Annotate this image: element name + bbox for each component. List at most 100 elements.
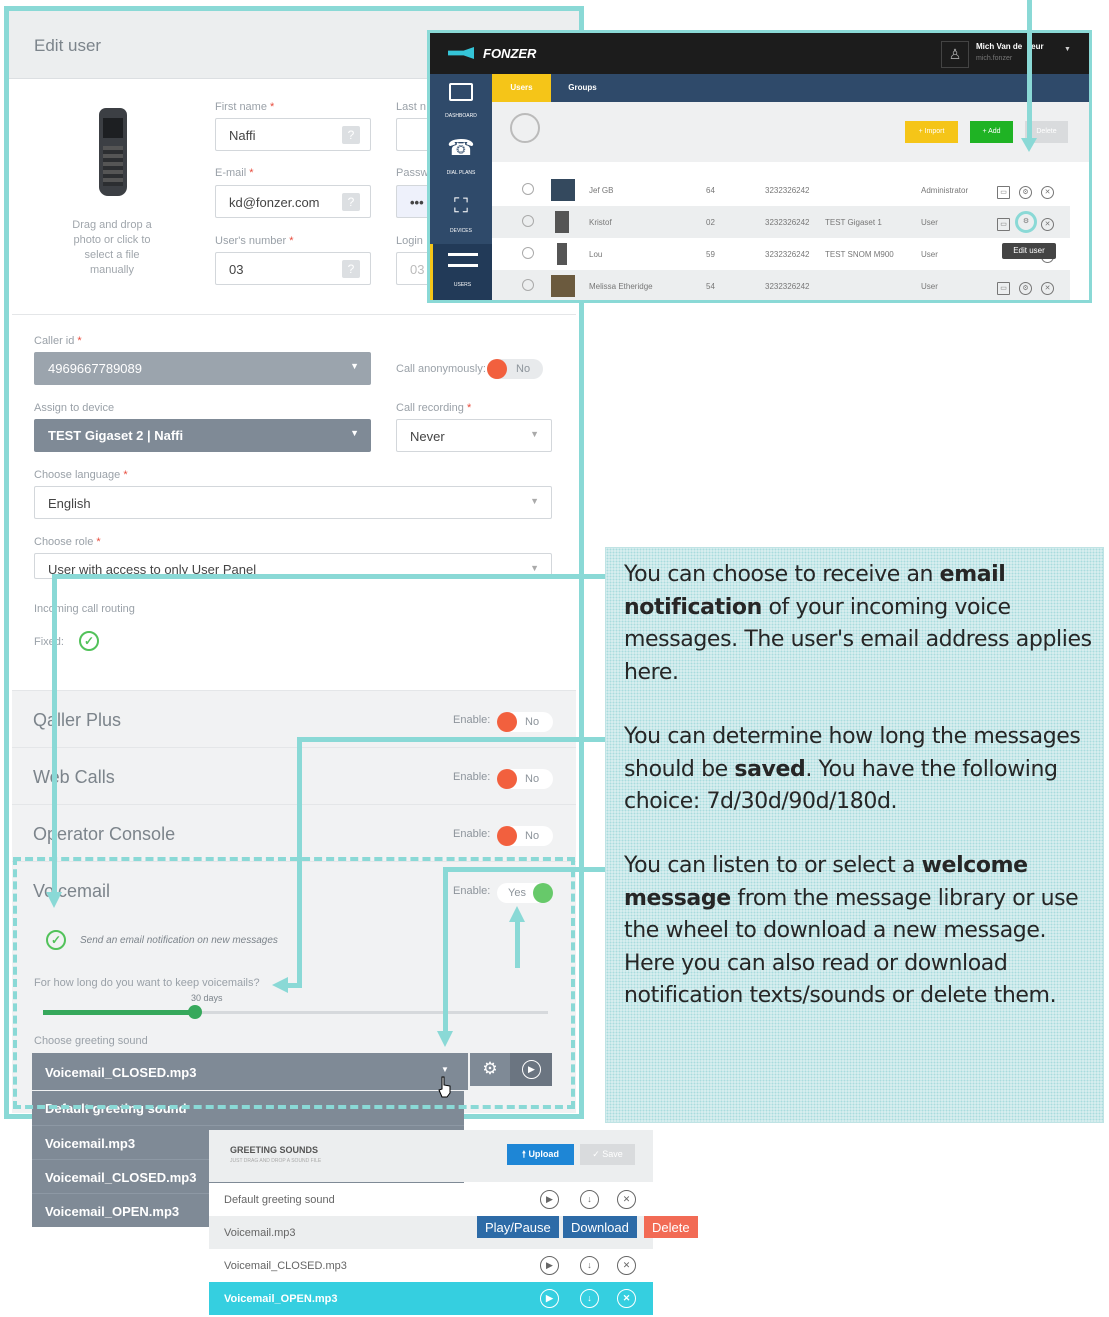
- chevron-down-icon[interactable]: ▼: [1064, 46, 1071, 53]
- phone-photo[interactable]: [92, 108, 134, 200]
- download-icon[interactable]: ↓: [580, 1256, 599, 1275]
- fixed-check-icon[interactable]: ✓: [79, 631, 99, 651]
- connector-line: [52, 574, 57, 894]
- language-label: Choose language *: [34, 469, 128, 481]
- users-number-field[interactable]: 03?: [215, 252, 371, 285]
- greeting-play-button[interactable]: ▶: [510, 1053, 552, 1086]
- close-icon[interactable]: ✕: [617, 1256, 636, 1275]
- import-button[interactable]: + Import: [905, 121, 958, 143]
- row-role: User: [921, 218, 938, 227]
- toggle-state: Yes: [508, 887, 526, 899]
- greeting-row[interactable]: Default greeting sound ▶ ↓ ✕: [209, 1183, 653, 1216]
- save-button[interactable]: ✓ Save: [580, 1144, 635, 1165]
- delete-tooltip: Delete: [644, 1216, 698, 1238]
- first-name-field[interactable]: Naffi?: [215, 118, 371, 151]
- help-icon[interactable]: ?: [342, 260, 360, 278]
- last-name-label: Last n: [396, 101, 426, 113]
- radio[interactable]: [522, 247, 534, 259]
- row-device: TEST Gigaset 1: [825, 218, 882, 227]
- devices-icon: ⛶: [454, 195, 468, 217]
- radio[interactable]: [522, 279, 534, 291]
- help-icon[interactable]: ?: [342, 193, 360, 211]
- row-num: 64: [706, 186, 715, 195]
- caret-down-icon: ▼: [530, 563, 539, 573]
- sidebar-users[interactable]: USERS: [430, 244, 492, 300]
- greeting-row[interactable]: Voicemail_OPEN.mp3▶↓✕: [209, 1282, 653, 1315]
- gear-icon[interactable]: ⚙: [1015, 211, 1037, 233]
- greeting-select[interactable]: Voicemail_CLOSED.mp3▼: [32, 1053, 468, 1090]
- delete-button[interactable]: Delete: [1025, 121, 1068, 143]
- sidebar-dial-plans[interactable]: ☎DIAL PLANS: [430, 135, 492, 187]
- callout-box: You can choose to receive an email notif…: [605, 547, 1104, 1123]
- greeting-row-name: Default greeting sound: [224, 1194, 335, 1206]
- close-icon[interactable]: ✕: [1041, 218, 1054, 231]
- qaller-plus-toggle[interactable]: No: [497, 712, 553, 732]
- search-icon[interactable]: [510, 113, 540, 143]
- photo-hint: Drag and drop a photo or click to select…: [72, 219, 152, 276]
- connector-line: [443, 867, 448, 1033]
- toggle-knob: [497, 826, 517, 846]
- gear-icon[interactable]: ⚙: [1019, 186, 1032, 199]
- assign-device-select[interactable]: TEST Gigaset 2 | Naffi▼: [34, 419, 371, 452]
- row-num: 02: [706, 218, 715, 227]
- email-field[interactable]: kd@fonzer.com?: [215, 185, 371, 218]
- vm-keep-slider-track[interactable]: [43, 1011, 548, 1014]
- call-recording-select[interactable]: Never▼: [396, 419, 552, 452]
- voicemail-toggle[interactable]: Yes: [497, 883, 553, 903]
- call-anon-toggle[interactable]: No: [487, 359, 543, 379]
- tab-groups[interactable]: Groups: [568, 83, 597, 92]
- sidebar-devices[interactable]: ⛶DEVICES: [430, 193, 492, 245]
- language-select[interactable]: English▼: [34, 486, 552, 519]
- close-icon[interactable]: ✕: [1041, 186, 1054, 199]
- close-icon[interactable]: ✕: [1041, 282, 1054, 295]
- section-title: Web Calls: [33, 767, 115, 787]
- add-button[interactable]: + Add: [970, 121, 1013, 143]
- enable-label: Enable:: [453, 714, 491, 726]
- play-icon[interactable]: ▶: [540, 1289, 559, 1308]
- first-name-label: First name *: [215, 101, 275, 113]
- arrow-head: [509, 906, 525, 922]
- connector-line: [287, 983, 302, 988]
- sidebar-dashboard[interactable]: DASHBOARD: [430, 78, 492, 130]
- call-anon-label: Call anonymously:: [396, 363, 486, 375]
- tab-users[interactable]: Users: [492, 74, 551, 102]
- fonzer-tabbar: [492, 74, 1089, 102]
- page-title: Edit user: [34, 36, 102, 55]
- upload-button[interactable]: 🠕 Upload: [507, 1144, 574, 1165]
- play-icon[interactable]: ▶: [540, 1256, 559, 1275]
- greeting-settings-button[interactable]: ⚙: [470, 1053, 510, 1086]
- greeting-row[interactable]: Voicemail_CLOSED.mp3▶↓✕: [209, 1249, 653, 1282]
- operator-console-toggle[interactable]: No: [497, 826, 553, 846]
- vm-email-check-icon[interactable]: ✓: [46, 930, 66, 950]
- close-icon[interactable]: ✕: [617, 1289, 636, 1308]
- web-calls-toggle[interactable]: No: [497, 769, 553, 789]
- help-icon[interactable]: ?: [342, 126, 360, 144]
- users-number-value: 03: [229, 262, 244, 277]
- avatar: [557, 243, 567, 265]
- close-icon[interactable]: ✕: [617, 1190, 636, 1209]
- monitor-icon[interactable]: ▭: [997, 186, 1010, 199]
- download-icon[interactable]: ↓: [580, 1190, 599, 1209]
- arrow-head: [272, 977, 288, 993]
- radio[interactable]: [522, 183, 534, 195]
- arrow-head: [1021, 138, 1037, 152]
- nav-label: DIAL PLANS: [446, 170, 476, 176]
- vm-keep-slider-handle[interactable]: [187, 1005, 202, 1019]
- play-icon[interactable]: ▶: [540, 1190, 559, 1209]
- monitor-icon[interactable]: ▭: [997, 282, 1010, 295]
- caret-down-icon: ▼: [350, 361, 359, 371]
- download-icon[interactable]: ↓: [580, 1289, 599, 1308]
- caller-id-label: Caller id *: [34, 335, 82, 347]
- user-avatar-icon[interactable]: ♙: [941, 41, 969, 68]
- gear-icon[interactable]: ⚙: [1019, 282, 1032, 295]
- caller-id-select[interactable]: 4969667789089▼: [34, 352, 371, 385]
- row-num: 59: [706, 250, 715, 259]
- upload-icon: 🠕: [522, 1149, 526, 1159]
- monitor-icon[interactable]: ▭: [997, 218, 1010, 231]
- radio[interactable]: [522, 215, 534, 227]
